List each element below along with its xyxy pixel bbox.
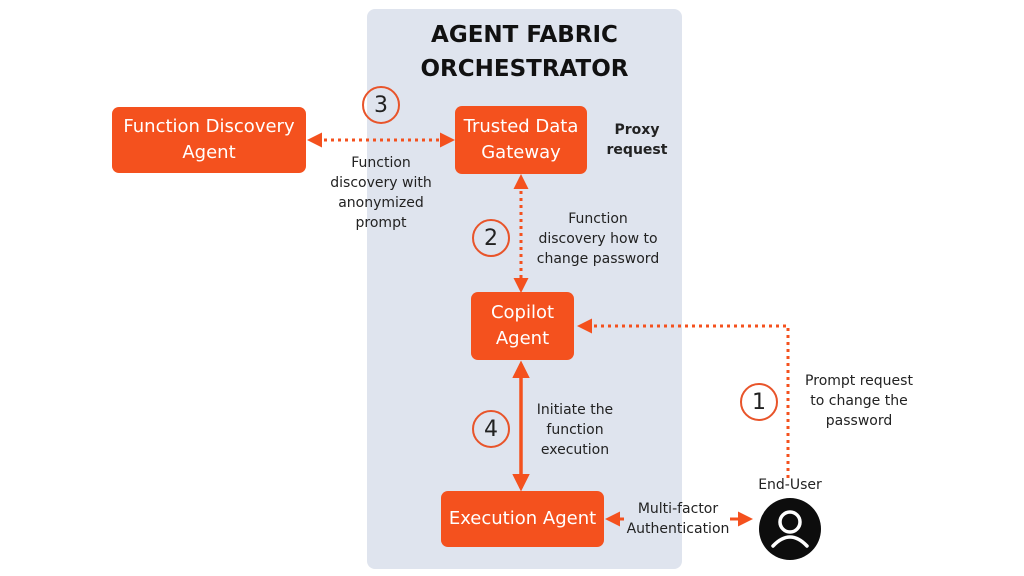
step-4-marker: 4 <box>472 410 510 448</box>
end-user-label: End-User <box>758 477 822 493</box>
step3-description: Function discovery with anonymized promp… <box>330 155 432 231</box>
step2-description: Function discovery how to change passwor… <box>536 211 660 267</box>
orchestrator-title: AGENT FABRIC ORCHESTRATOR <box>420 22 629 82</box>
proxy-request-label: Proxy request <box>606 122 668 158</box>
step-1-marker: 1 <box>740 383 778 421</box>
copilot-agent-box: Copilot Agent <box>471 292 574 360</box>
step4-description: Initiate the function execution <box>536 402 614 458</box>
trusted-data-gateway-box: Trusted Data Gateway <box>455 106 587 174</box>
function-discovery-agent-box: Function Discovery Agent <box>112 107 306 173</box>
step1-description: Prompt request to change the password <box>805 373 913 429</box>
connector-step1 <box>577 318 790 478</box>
execution-agent-box: Execution Agent <box>441 491 604 547</box>
mfa-label: Multi-factor Authentication <box>626 501 730 537</box>
user-avatar-icon <box>759 498 821 560</box>
step-3-marker: 3 <box>362 86 400 124</box>
step-2-marker: 2 <box>472 219 510 257</box>
